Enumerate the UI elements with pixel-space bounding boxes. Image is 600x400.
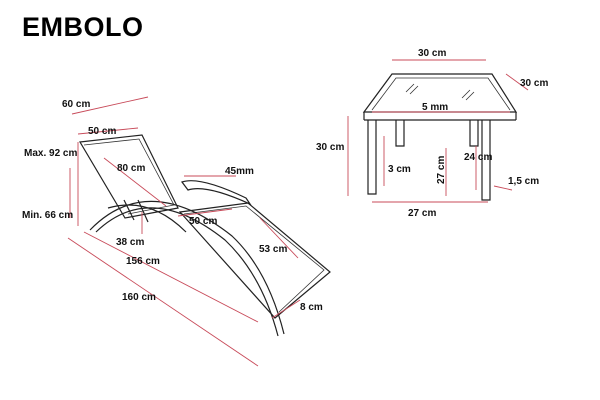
table-width-label: 30 cm: [418, 48, 446, 59]
table-dimension-labels: 30 cm 30 cm 5 mm 30 cm 3 cm 24 cm 1,5 cm…: [316, 48, 548, 219]
backrest-panel: [79, 134, 179, 219]
table-leg-back-right: [469, 120, 479, 147]
table-leg-size-label: 3 cm: [388, 164, 411, 175]
frame-runner-back: [89, 200, 285, 335]
chaise-width-top-label: 60 cm: [62, 99, 90, 110]
table-leg-front-left: [367, 120, 377, 195]
chaise-max-height-label: Max. 92 cm: [24, 148, 77, 159]
table-top-thickness-label: 5 mm: [422, 102, 448, 113]
chaise-back-length-label: 80 cm: [117, 163, 145, 174]
table-height-label: 30 cm: [316, 142, 344, 153]
table-base-width-label: 27 cm: [408, 208, 436, 219]
chaise-total-length-label: 160 cm: [122, 292, 156, 303]
seat-panel: [178, 202, 331, 319]
table-depth-label: 30 cm: [520, 78, 548, 89]
chaise-lounge-drawing: [79, 134, 331, 337]
chaise-dimension-lines: [67, 96, 301, 367]
chaise-inner-length-label: 156 cm: [126, 256, 160, 267]
chaise-frame-width-label: 8 cm: [300, 302, 323, 313]
table-leg-back-left: [395, 120, 405, 147]
table-dimension-lines: [347, 59, 529, 203]
table-leg-height-label: 27 cm: [436, 156, 447, 184]
chaise-seat-height-label: 38 cm: [116, 237, 144, 248]
chaise-min-height-label: Min. 66 cm: [22, 210, 73, 221]
page-title: EMBOLO: [22, 12, 144, 42]
chaise-seat-width-label: 50 cm: [189, 216, 217, 227]
table-leg-front-right: [481, 120, 491, 201]
frame-runner-front: [95, 207, 279, 337]
chaise-dimension-labels: 60 cm 50 cm Max. 92 cm Min. 66 cm 80 cm …: [22, 99, 323, 313]
chaise-seat-length-label: 53 cm: [259, 244, 287, 255]
chaise-armrest-label: 45mm: [225, 166, 254, 177]
table-inner-height-label: 24 cm: [464, 152, 492, 163]
table-leg-depth-label: 1,5 cm: [508, 176, 539, 187]
armrest: [181, 180, 252, 206]
chaise-back-width-label: 50 cm: [88, 126, 116, 137]
